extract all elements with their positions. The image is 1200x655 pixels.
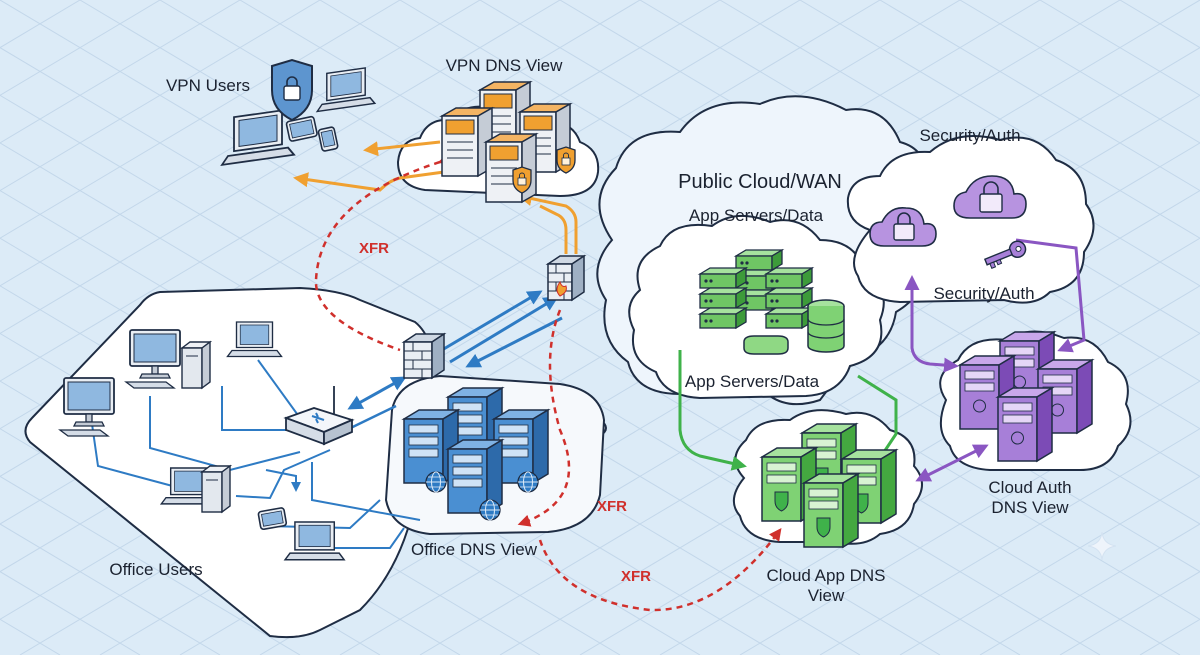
app-dns-link-2: [857, 374, 898, 453]
grid-line: [739, 380, 1200, 655]
vpn-phone-icon: [317, 126, 339, 152]
database-icon: [807, 299, 845, 353]
grid-line: [479, 0, 1200, 430]
office-tower-1: [181, 341, 211, 389]
grid-line: [1039, 0, 1200, 96]
xfr-label-2: XFR: [597, 498, 627, 515]
globe-icon-2: [517, 471, 539, 493]
fw-link-1: [441, 290, 543, 352]
office-net-1: [257, 359, 301, 419]
office-net-4: [91, 423, 181, 489]
grid-line: [419, 189, 1200, 655]
app-servers-top-label: App Servers/Data: [688, 206, 824, 225]
office-net-5: [235, 449, 331, 500]
auth-link-1: [904, 275, 959, 373]
xfr-label-1: XFR: [359, 240, 389, 257]
grid-line: [0, 618, 61, 655]
office-devices: [59, 321, 345, 561]
connections: [91, 140, 1086, 612]
vpn-tablet-icon: [285, 115, 318, 142]
office-users-label: Office Users: [109, 560, 203, 579]
app-servers: [699, 249, 845, 355]
grid-line: [0, 0, 241, 144]
grid-line: [579, 285, 1200, 655]
app-auth-link: [915, 444, 989, 482]
grid-line: [0, 0, 81, 49]
office-dns-view-label: Office DNS View: [411, 540, 537, 559]
public-cloud-label: Public Cloud/WAN: [678, 171, 842, 193]
app-servers-inner-label: App Servers/Data: [684, 372, 820, 391]
app-dns-link-1: [678, 350, 747, 471]
grid-line: [959, 0, 1200, 144]
office-net-6: [265, 499, 381, 530]
grid-line: [0, 475, 301, 655]
xfr-path-2: [517, 309, 571, 527]
grid-line: [1119, 0, 1200, 49]
shield-lock-icon: [271, 58, 313, 122]
grid-line: [0, 0, 1101, 655]
office-net-2: [221, 386, 290, 431]
grid-line: [0, 285, 621, 655]
fw-link-2: [449, 296, 559, 364]
cloud-app-dns-view-label: Cloud App DNS View: [766, 566, 886, 605]
firewall-icon: [545, 254, 587, 302]
office-phone-icon: [257, 507, 288, 531]
auth-link-2: [1015, 238, 1086, 353]
vpn-link-1: [363, 140, 441, 157]
vpn-dns-view-label: VPN DNS View: [445, 56, 563, 75]
grid-line: [719, 0, 1200, 287]
grid-line: [879, 0, 1200, 192]
key-icon: [983, 240, 1027, 269]
office-net-8: [265, 469, 301, 492]
grid-line: [0, 523, 221, 655]
xfr-path-3: [538, 527, 782, 612]
sparkle-icon: [1088, 532, 1116, 560]
office-net-3: [149, 396, 301, 472]
vpn-users-label: VPN Users: [165, 76, 251, 95]
padlock-icon-2: [953, 175, 1027, 219]
vpn-users-devices: [221, 58, 376, 166]
grid-line: [1139, 618, 1200, 655]
globe-icon-1: [425, 471, 447, 493]
security-auth-top-label: Security/Auth: [919, 126, 1021, 145]
vpn-link-2: [293, 170, 445, 192]
globe-icon-3: [479, 499, 501, 521]
vpn-link-4: [539, 204, 568, 254]
grid-line: [0, 0, 401, 239]
xfr-path-1: [314, 153, 452, 352]
router-icon: [283, 386, 355, 446]
router-fw-link: [347, 376, 407, 410]
padlock-icon-1: [869, 206, 937, 247]
security-auth-inner-label: Security/Auth: [933, 284, 1035, 303]
grid-line: [799, 0, 1200, 239]
storage-icon: [743, 335, 789, 355]
grid-line: [979, 523, 1200, 655]
office-tower-2: [201, 465, 231, 513]
grid-line: [899, 475, 1200, 655]
security-icons: [869, 175, 1027, 269]
vpn-laptop-2: [316, 65, 376, 113]
grid-line: [819, 428, 1200, 655]
cloud-auth-dns-view-label: Cloud Auth DNS View: [988, 478, 1072, 517]
office-firewall-icon: [401, 332, 447, 380]
grid-line: [0, 0, 321, 192]
grid-line: [499, 237, 1200, 655]
vpn-shield-icon-1: [512, 166, 532, 194]
grid-line: [0, 0, 561, 335]
xfr-label-3: XFR: [621, 568, 651, 585]
vpn-link-3: [517, 191, 578, 254]
fw-link-3: [465, 316, 563, 368]
office-net-9: [311, 462, 421, 521]
vpn-shield-icon-2: [556, 146, 576, 174]
